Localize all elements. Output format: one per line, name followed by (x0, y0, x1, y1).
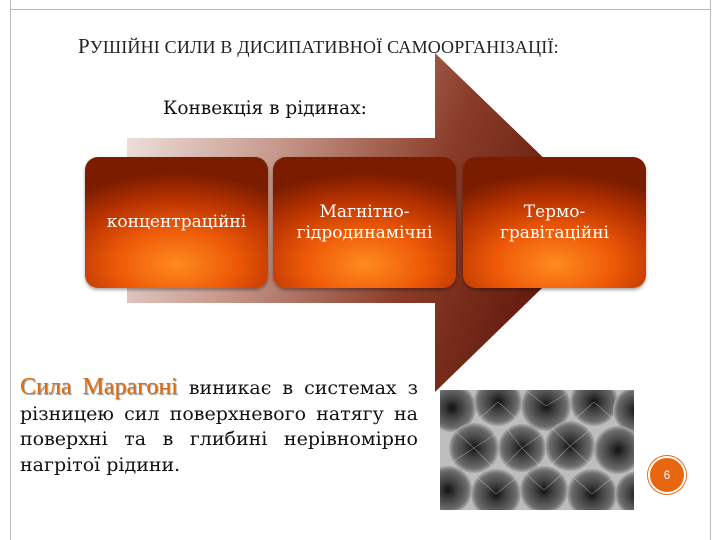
marangoni-paragraph: Сила Марагоні виникає в системах з різни… (20, 374, 418, 478)
box-magneto-line1: Магнітно- (319, 201, 410, 222)
box-concentration: концентраційні (85, 157, 268, 288)
title-initial: Р (78, 34, 90, 58)
marangoni-description: виникає в системах з різницею сил поверх… (20, 377, 418, 476)
convection-cells-photo (440, 390, 634, 510)
frame-left-line (10, 0, 11, 540)
slide-title: РУШІЙНІ СИЛИ В ДИСИПАТИВНОЇ САМООРГАНІЗА… (78, 34, 698, 59)
box-thermo-line2: гравітаційні (500, 222, 609, 243)
frame-top-line (10, 9, 710, 10)
box-magneto-line2: гідродинамічні (296, 222, 433, 243)
page-number-badge: 6 (648, 456, 686, 494)
marangoni-term: Сила Марагоні (20, 374, 178, 400)
box-concentration-line1: концентраційні (106, 212, 247, 232)
frame-right-line (710, 0, 711, 540)
convection-subtitle: Конвекція в рідинах: (163, 98, 367, 119)
title-rest: УШІЙНІ СИЛИ В ДИСИПАТИВНОЇ САМООРГАНІЗАЦ… (89, 37, 559, 57)
box-thermogravitational: Термо-гравітаційні (463, 157, 646, 288)
box-magnetohydrodynamic: Магнітно-гідродинамічні (273, 157, 456, 288)
box-thermo-line1: Термо- (523, 201, 586, 222)
